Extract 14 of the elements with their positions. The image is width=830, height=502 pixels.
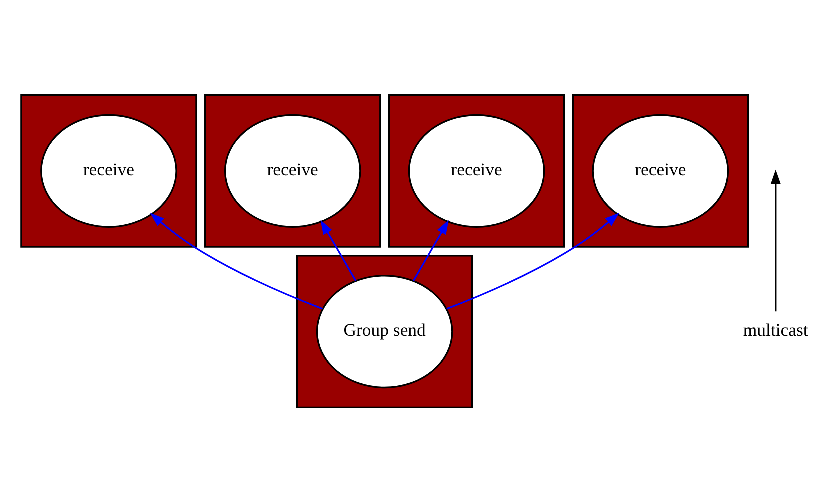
node-ellipse: receive <box>408 114 546 228</box>
arrow <box>412 220 449 281</box>
arrow <box>320 220 357 281</box>
arrow <box>446 212 620 310</box>
arrow <box>150 212 324 310</box>
cluster <box>388 94 566 248</box>
cluster <box>572 94 750 248</box>
node-ellipse: Group send <box>316 274 454 388</box>
arrow <box>770 169 781 312</box>
cluster <box>204 94 382 248</box>
node-ellipse: receive <box>224 114 362 228</box>
cluster <box>296 254 474 408</box>
node-text: multicast <box>743 320 808 340</box>
cluster <box>20 94 198 248</box>
